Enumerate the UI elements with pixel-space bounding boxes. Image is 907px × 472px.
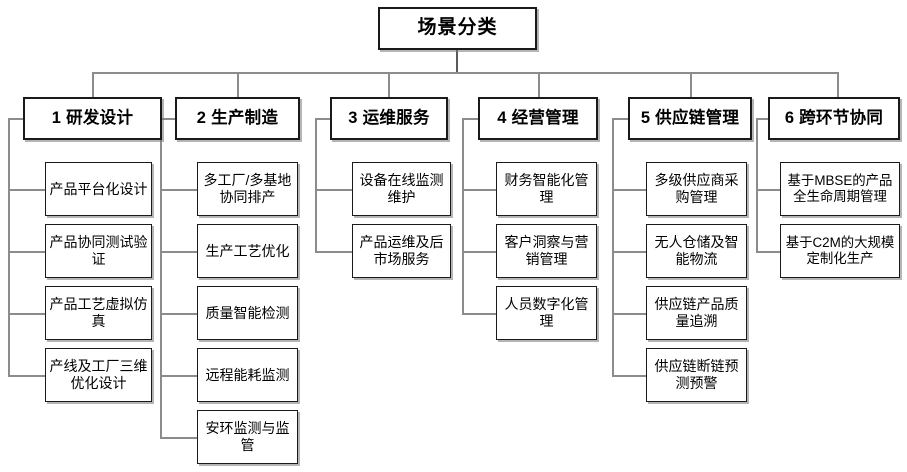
column-header-4-label: 4 经营管理: [497, 108, 579, 127]
column-stub-5-2: [612, 251, 646, 253]
column-stub-1-1: [8, 189, 45, 191]
column-stub-3-1: [315, 189, 352, 191]
column-stub-6-1: [756, 189, 780, 191]
column-stub-2-5: [160, 437, 197, 439]
header-drop-line-4: [538, 72, 540, 97]
leaf-node-2-3[interactable]: 质量智能检测: [197, 286, 298, 340]
leaf-node-1-1[interactable]: 产品平台化设计: [45, 162, 152, 216]
leaf-node-1-3-label: 产品工艺虚拟仿真: [49, 296, 148, 329]
column-stub-1-4: [8, 375, 45, 377]
leaf-node-2-1-label: 多工厂/多基地协同排产: [203, 172, 292, 205]
root-node: 场景分类: [378, 7, 537, 50]
leaf-node-1-1-label: 产品平台化设计: [49, 180, 148, 197]
leaf-node-5-1[interactable]: 多级供应商采购管理: [646, 162, 747, 216]
column-stub-5-3: [612, 313, 646, 315]
column-stub-6-0: [756, 118, 770, 120]
leaf-node-3-1[interactable]: 设备在线监测维护: [352, 162, 451, 216]
leaf-node-1-4-label: 产线及工厂三维优化设计: [49, 358, 148, 391]
column-spine-6: [756, 118, 758, 252]
leaf-node-4-2[interactable]: 客户洞察与营销管理: [496, 224, 597, 278]
header-bus-line: [92, 72, 837, 74]
leaf-node-6-1-label: 基于MBSE的产品全生命周期管理: [787, 173, 893, 204]
column-header-2-label: 2 生产制造: [196, 108, 279, 127]
column-header-4[interactable]: 4 经营管理: [478, 97, 598, 140]
column-stub-2-1: [160, 189, 197, 191]
column-stub-1-2: [8, 251, 45, 253]
column-stub-5-4: [612, 375, 646, 377]
leaf-node-2-3-label: 质量智能检测: [205, 304, 290, 321]
column-stub-3-2: [315, 251, 352, 253]
header-drop-line-2: [237, 72, 239, 97]
leaf-node-5-3-label: 供应链产品质量追溯: [654, 296, 739, 329]
column-stub-1-0: [8, 118, 25, 120]
column-stub-6-2: [756, 251, 780, 253]
leaf-node-2-4[interactable]: 远程能耗监测: [197, 348, 298, 402]
leaf-node-2-4-label: 远程能耗监测: [205, 366, 290, 383]
leaf-node-4-1-label: 财务智能化管理: [504, 172, 589, 205]
leaf-node-5-2[interactable]: 无人仓储及智能物流: [646, 224, 747, 278]
leaf-node-6-1[interactable]: 基于MBSE的产品全生命周期管理: [780, 162, 900, 216]
leaf-node-2-1[interactable]: 多工厂/多基地协同排产: [197, 162, 298, 216]
leaf-node-5-4[interactable]: 供应链断链预测预警: [646, 348, 747, 402]
column-header-3-label: 3 运维服务: [348, 108, 430, 127]
column-header-5[interactable]: 5 供应链管理: [628, 97, 752, 140]
leaf-node-4-3-label: 人员数字化管理: [504, 296, 589, 329]
column-stub-2-2: [160, 251, 197, 253]
leaf-node-6-2-label: 基于C2M的大规模定制化生产: [785, 235, 895, 266]
column-stub-3-0: [315, 118, 332, 120]
column-stub-2-0: [160, 118, 177, 120]
column-spine-5: [612, 118, 614, 376]
leaf-node-2-2-label: 生产工艺优化: [205, 242, 290, 259]
column-header-6-label: 6 跨环节协同: [784, 108, 884, 127]
leaf-node-3-1-label: 设备在线监测维护: [359, 172, 444, 205]
header-drop-line-5: [690, 72, 692, 97]
column-stub-2-4: [160, 375, 197, 377]
column-stub-4-0: [462, 118, 480, 120]
column-header-1[interactable]: 1 研发设计: [23, 97, 162, 140]
column-header-1-label: 1 研发设计: [51, 108, 134, 127]
leaf-node-5-3[interactable]: 供应链产品质量追溯: [646, 286, 747, 340]
leaf-node-1-4[interactable]: 产线及工厂三维优化设计: [45, 348, 152, 402]
column-stub-2-3: [160, 313, 197, 315]
column-header-2[interactable]: 2 生产制造: [175, 97, 300, 140]
leaf-node-3-2[interactable]: 产品运维及后市场服务: [352, 224, 451, 278]
root-drop-line: [456, 50, 458, 72]
leaf-node-4-3[interactable]: 人员数字化管理: [496, 286, 597, 340]
column-stub-5-1: [612, 189, 646, 191]
leaf-node-2-2[interactable]: 生产工艺优化: [197, 224, 298, 278]
leaf-node-1-3[interactable]: 产品工艺虚拟仿真: [45, 286, 152, 340]
column-stub-1-3: [8, 313, 45, 315]
column-stub-4-1: [462, 189, 496, 191]
leaf-node-5-4-label: 供应链断链预测预警: [654, 358, 739, 391]
leaf-node-1-2-label: 产品协同测试验证: [49, 234, 148, 267]
column-header-5-label: 5 供应链管理: [640, 108, 740, 127]
header-drop-line-3: [388, 72, 390, 97]
leaf-node-4-1[interactable]: 财务智能化管理: [496, 162, 597, 216]
leaf-node-2-5[interactable]: 安环监测与监管: [197, 410, 298, 464]
leaf-node-1-2[interactable]: 产品协同测试验证: [45, 224, 152, 278]
root-node-label: 场景分类: [417, 17, 498, 39]
leaf-node-5-1-label: 多级供应商采购管理: [654, 172, 739, 205]
column-stub-4-2: [462, 251, 496, 253]
leaf-node-5-2-label: 无人仓储及智能物流: [654, 234, 739, 267]
header-drop-line-6: [837, 72, 839, 97]
column-header-3[interactable]: 3 运维服务: [330, 97, 448, 140]
column-spine-1: [8, 118, 10, 376]
header-drop-line-1: [92, 72, 94, 97]
leaf-node-6-2[interactable]: 基于C2M的大规模定制化生产: [780, 224, 900, 278]
column-spine-3: [315, 118, 317, 252]
leaf-node-3-2-label: 产品运维及后市场服务: [359, 234, 444, 267]
column-stub-4-3: [462, 313, 496, 315]
column-stub-5-0: [612, 118, 630, 120]
leaf-node-2-5-label: 安环监测与监管: [205, 420, 290, 453]
column-spine-4: [462, 118, 464, 314]
column-spine-2: [160, 118, 162, 438]
leaf-node-4-2-label: 客户洞察与营销管理: [504, 234, 589, 267]
column-header-6[interactable]: 6 跨环节协同: [768, 97, 900, 140]
